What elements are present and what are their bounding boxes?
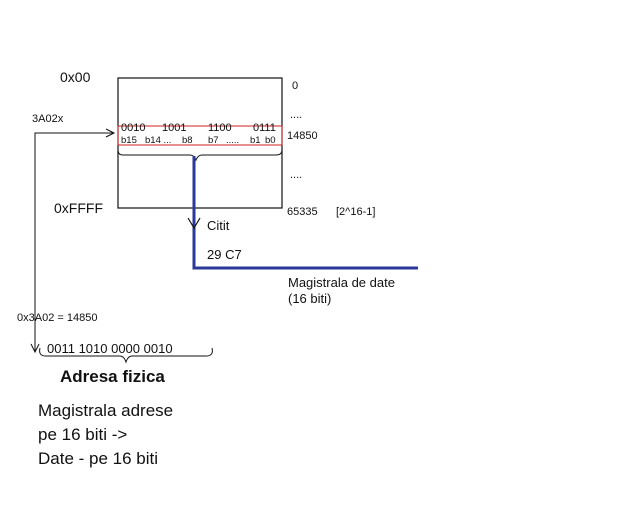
read-arrow-icon xyxy=(187,217,201,230)
address-binary: 0011 1010 0000 0010 xyxy=(47,341,173,356)
index-dots-bottom: .... xyxy=(290,169,302,181)
end-address-label: 0xFFFF xyxy=(54,200,103,216)
note-line-2: pe 16 biti -> xyxy=(38,425,127,444)
address-pointer-line xyxy=(34,132,113,352)
address-pointer-label: 3A02x xyxy=(32,113,64,125)
row-nibble-3: 1100 xyxy=(208,122,232,134)
index-last: 65335 xyxy=(287,206,318,218)
bit-label-b8: b8 xyxy=(182,135,193,146)
note-line-3: Date - pe 16 biti xyxy=(38,449,158,468)
address-pointer-arrow-icon xyxy=(105,128,116,138)
data-bus-line xyxy=(192,156,418,270)
bit-label-b7: b7 xyxy=(208,135,219,146)
start-address-label: 0x00 xyxy=(60,69,91,85)
index-last-note: [2^16-1] xyxy=(336,206,375,218)
index-dots-top: .... xyxy=(290,109,302,121)
address-brace xyxy=(39,347,213,364)
row-nibble-2: 1001 xyxy=(162,122,186,134)
read-label: Citit xyxy=(207,218,230,233)
data-bus-width-label: (16 biti) xyxy=(288,291,331,306)
index-row: 14850 xyxy=(287,130,318,142)
address-caption: Adresa fizica xyxy=(60,367,165,386)
memory-row-highlight xyxy=(117,125,283,146)
row-nibble-1: 0010 xyxy=(121,122,145,134)
read-value: 29 C7 xyxy=(207,247,242,262)
bit-label-b0: b0 xyxy=(265,135,276,146)
bit-label-b1: b1 xyxy=(250,135,261,146)
data-bus-label: Magistrala de date xyxy=(288,275,395,290)
row-brace xyxy=(117,149,283,162)
address-down-arrow-icon xyxy=(30,343,40,354)
row-nibble-4: 0111 xyxy=(253,122,276,134)
bit-label-dots: ..... xyxy=(226,135,239,146)
bit-label-b14: b14 ... xyxy=(145,135,171,146)
address-equation: 0x3A02 = 14850 xyxy=(17,312,97,324)
note-line-1: Magistrala adrese xyxy=(38,401,173,420)
index-first: 0 xyxy=(292,80,298,92)
bit-label-b15: b15 xyxy=(121,135,137,146)
